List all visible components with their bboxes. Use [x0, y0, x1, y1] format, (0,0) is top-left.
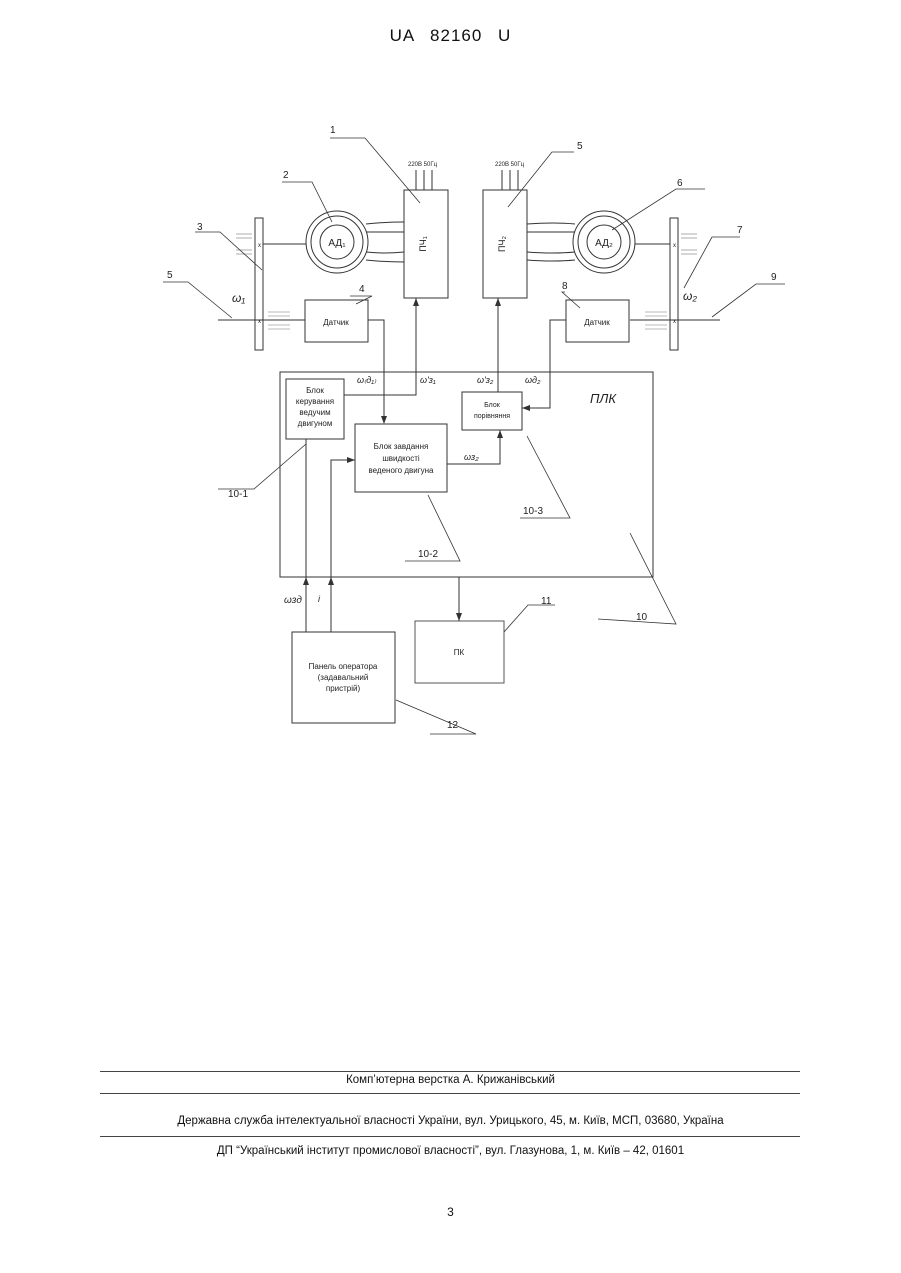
plc-label: ПЛК — [590, 391, 617, 406]
block-10-2-line-1: Блок завдання — [374, 442, 429, 451]
block-10-1-line-4: двигуном — [298, 419, 333, 428]
svg-text:x: x — [673, 319, 676, 325]
block-10-2-line-3: веденого двигуна — [368, 466, 434, 475]
callout-10-1: 10-1 — [228, 489, 248, 500]
callout-12: 12 — [447, 720, 459, 731]
footer-rule-1 — [100, 1071, 800, 1072]
operator-panel-line-1: Панель оператора — [309, 662, 378, 671]
operator-panel-line-2: (задавальний — [318, 673, 369, 682]
footer-rule-3 — [100, 1136, 800, 1137]
block-10-3-line-2: порівняння — [474, 412, 510, 420]
callout-2: 2 — [283, 170, 289, 181]
right-pulley — [670, 218, 678, 350]
callout-7: 7 — [737, 225, 743, 236]
callout-10-3: 10-3 — [523, 506, 543, 517]
supply-label-right: 220В 50Гц — [495, 162, 525, 168]
callout-10: 10 — [636, 612, 648, 623]
footer-institute: ДП “Український інститут промислової вла… — [0, 1145, 901, 1157]
block-diagram: 220В 50Гц ПЧ₁ АД₁ x x ω₁ Датчик 220В 50Г… — [0, 0, 901, 760]
omega-2-label: ω₂ — [683, 289, 697, 303]
block-10-2-line-2: швидкості — [382, 454, 420, 463]
block-10-1-line-2: керування — [296, 397, 334, 406]
callout-5-left: 5 — [167, 270, 173, 281]
callout-3: 3 — [197, 222, 203, 233]
motor-1-label: АД₁ — [328, 238, 346, 249]
omega-1-label: ω₁ — [232, 291, 245, 305]
sensor-2-label: Датчик — [584, 318, 610, 327]
operator-panel-line-3: пристрій) — [326, 684, 361, 693]
supply-label-left: 220В 50Гц — [408, 162, 438, 168]
signal-omega-d1: ω₍д₁₎ — [357, 375, 377, 385]
block-10-1-line-3: ведучим — [299, 408, 330, 417]
block-10-3 — [462, 392, 522, 430]
signal-omega-z2: ωз₂ — [464, 452, 479, 462]
svg-text:x: x — [258, 319, 261, 325]
signal-omega-zd: ωзд — [284, 595, 302, 606]
motor-2-label: АД₂ — [595, 238, 613, 249]
footer-agency: Державна служба інтелектуальної власност… — [0, 1115, 901, 1127]
svg-text:x: x — [258, 243, 261, 249]
signal-omega-z1: ω'з₁ — [420, 375, 436, 385]
callout-10-2: 10-2 — [418, 549, 438, 560]
callout-1: 1 — [330, 125, 336, 136]
block-10-1-line-1: Блок — [306, 386, 324, 395]
callout-5-right: 5 — [577, 141, 583, 152]
signal-i: i — [318, 594, 321, 604]
inverter-2-label: ПЧ₂ — [497, 236, 507, 252]
svg-text:x: x — [673, 243, 676, 249]
signal-omega-z2-prime: ω'з₂ — [477, 375, 494, 385]
page-number: 3 — [0, 1205, 901, 1219]
callout-9: 9 — [771, 272, 777, 283]
callout-11: 11 — [541, 596, 552, 607]
callout-4: 4 — [359, 284, 365, 295]
sensor-1-label: Датчик — [323, 318, 349, 327]
left-pulley — [255, 218, 263, 350]
callout-8: 8 — [562, 281, 568, 292]
footer-rule-2 — [100, 1093, 800, 1094]
inverter-1-label: ПЧ₁ — [418, 236, 428, 252]
footer-credit: Комп’ютерна верстка А. Крижанівський — [0, 1074, 901, 1086]
signal-omega-d2: ωд₂ — [525, 375, 541, 385]
callout-6: 6 — [677, 178, 683, 189]
block-10-3-line-1: Блок — [484, 402, 501, 409]
pc-label: ПК — [454, 648, 465, 657]
